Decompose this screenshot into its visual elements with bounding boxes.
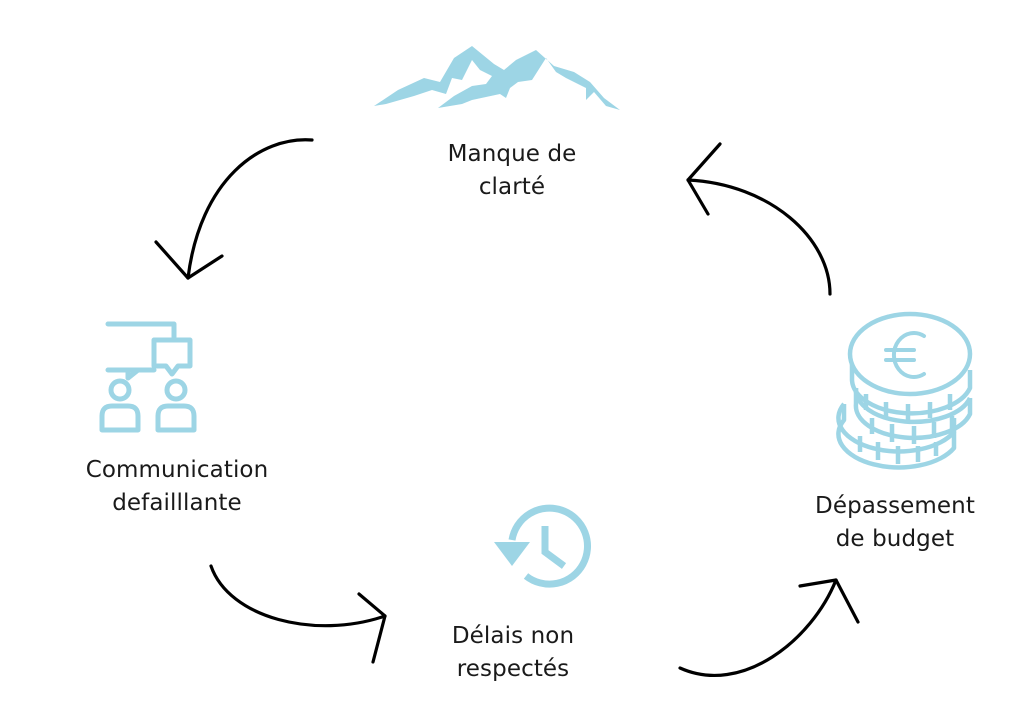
node-label-line2: defailllante: [112, 490, 242, 516]
clock-history-icon: [494, 504, 591, 588]
node-delais-non-respectes: Délais non respectés: [438, 620, 588, 686]
node-label-line1: Dépassement: [815, 493, 975, 519]
arrow-budget-to-clarte: [686, 142, 832, 296]
node-communication-defaillante: Communication defailllante: [62, 454, 292, 520]
people-chat-icon: [99, 321, 197, 433]
node-manque-de-clarte: Manque de clarté: [412, 138, 612, 204]
node-label-line2: clarté: [478, 174, 546, 200]
arrow-delais-to-budget: [678, 578, 860, 677]
euro-coins-icon: [836, 311, 973, 470]
node-label-line1: Délais non: [451, 623, 575, 649]
arrow-clarte-to-communication: [154, 138, 314, 280]
node-depassement-de-budget: Dépassement de budget: [795, 490, 995, 556]
node-label-line1: Manque de: [447, 141, 577, 167]
mountain-icon: [374, 46, 620, 110]
arrow-communication-to-delais: [209, 564, 387, 664]
node-label-line2: respectés: [456, 656, 570, 682]
node-label-line2: de budget: [835, 526, 955, 552]
node-label-line1: Communication: [85, 457, 269, 483]
